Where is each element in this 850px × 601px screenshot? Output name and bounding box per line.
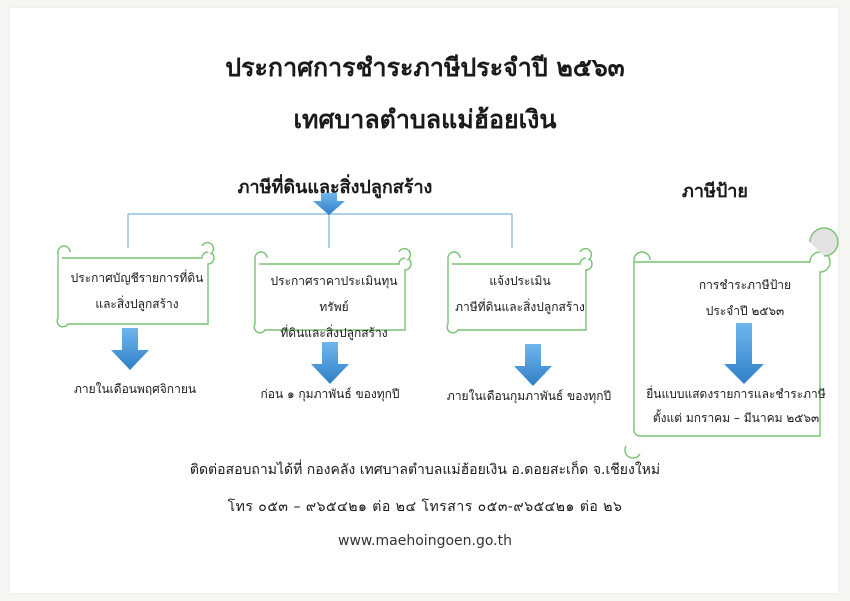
- scroll-shape-3: [446, 247, 593, 334]
- contact-line-2: โทร ๐๕๓ – ๙๖๕๔๒๑ ต่อ ๒๔ โทรสาร ๐๕๓-๙๖๕๔๒…: [227, 499, 623, 515]
- scroll-shape-1: [56, 241, 215, 328]
- step-2-when: ก่อน ๑ กุมภาพันธ์ ของทุกปี: [260, 387, 400, 401]
- arrow-down-icon: [514, 344, 552, 386]
- arrow-down-icon: [724, 323, 764, 384]
- municipality-name: เทศบาลตำบลแม่ฮ้อยเงิน: [293, 105, 557, 134]
- step-3-when: ภายในเดือนกุมภาพันธ์ ของทุกปี: [446, 389, 612, 403]
- scroll-shape-2: [253, 247, 412, 334]
- sign-tax-box-top: การชำระภาษีป้าย ประจำปี ๒๕๖๓: [660, 272, 830, 324]
- sign-tax-box-bottom: ยื่นแบบแสดงรายการและชำระภาษี ตั้งแต่ มกร…: [636, 382, 836, 430]
- land-tax-heading: ภาษีที่ดินและสิ่งปลูกสร้าง: [237, 177, 433, 198]
- connector-lines: [127, 213, 513, 248]
- step-1-line1: ประกาศบัญชีรายการที่ดิน: [70, 271, 204, 285]
- step-2-box: ประกาศราคาประเมินทุนทรัพย์ ที่ดินและสิ่ง…: [262, 268, 406, 346]
- arrow-down-icon: [111, 328, 149, 370]
- sign-tax-heading: ภาษีป้าย: [682, 181, 748, 202]
- step-3-box: แจ้งประเมิน ภาษีที่ดินและสิ่งปลูกสร้าง: [455, 268, 585, 320]
- step-3-line1: แจ้งประเมิน: [489, 274, 551, 288]
- website-link[interactable]: www.maehoingoen.go.th: [338, 533, 512, 549]
- arrow-down-icon: [313, 193, 345, 215]
- sign-tax-line3: ยื่นแบบแสดงรายการและชำระภาษี: [646, 387, 826, 401]
- step-2-line1: ประกาศราคาประเมินทุนทรัพย์: [270, 274, 398, 314]
- step-1-box: ประกาศบัญชีรายการที่ดิน และสิ่งปลูกสร้าง: [70, 265, 204, 317]
- arrow-down-icon: [311, 342, 349, 384]
- step-1-when: ภายในเดือนพฤศจิกายน: [73, 382, 197, 396]
- sign-tax-line4: ตั้งแต่ มกราคม – มีนาคม ๒๕๖๓: [652, 411, 820, 425]
- contact-line-1: ติดต่อสอบถามได้ที่ กองคลัง เทศบาลตำบลแม่…: [189, 462, 661, 478]
- step-2-line2: ที่ดินและสิ่งปลูกสร้าง: [280, 326, 388, 340]
- scroll-shape-sign-tax: [624, 227, 839, 459]
- sign-tax-line1: การชำระภาษีป้าย: [698, 278, 792, 292]
- step-3-line2: ภาษีที่ดินและสิ่งปลูกสร้าง: [455, 300, 585, 314]
- sign-tax-line2: ประจำปี ๒๕๖๓: [705, 304, 785, 318]
- announcement-title: ประกาศการชำระภาษีประจำปี ๒๕๖๓: [225, 53, 625, 82]
- step-1-line2: และสิ่งปลูกสร้าง: [95, 297, 179, 311]
